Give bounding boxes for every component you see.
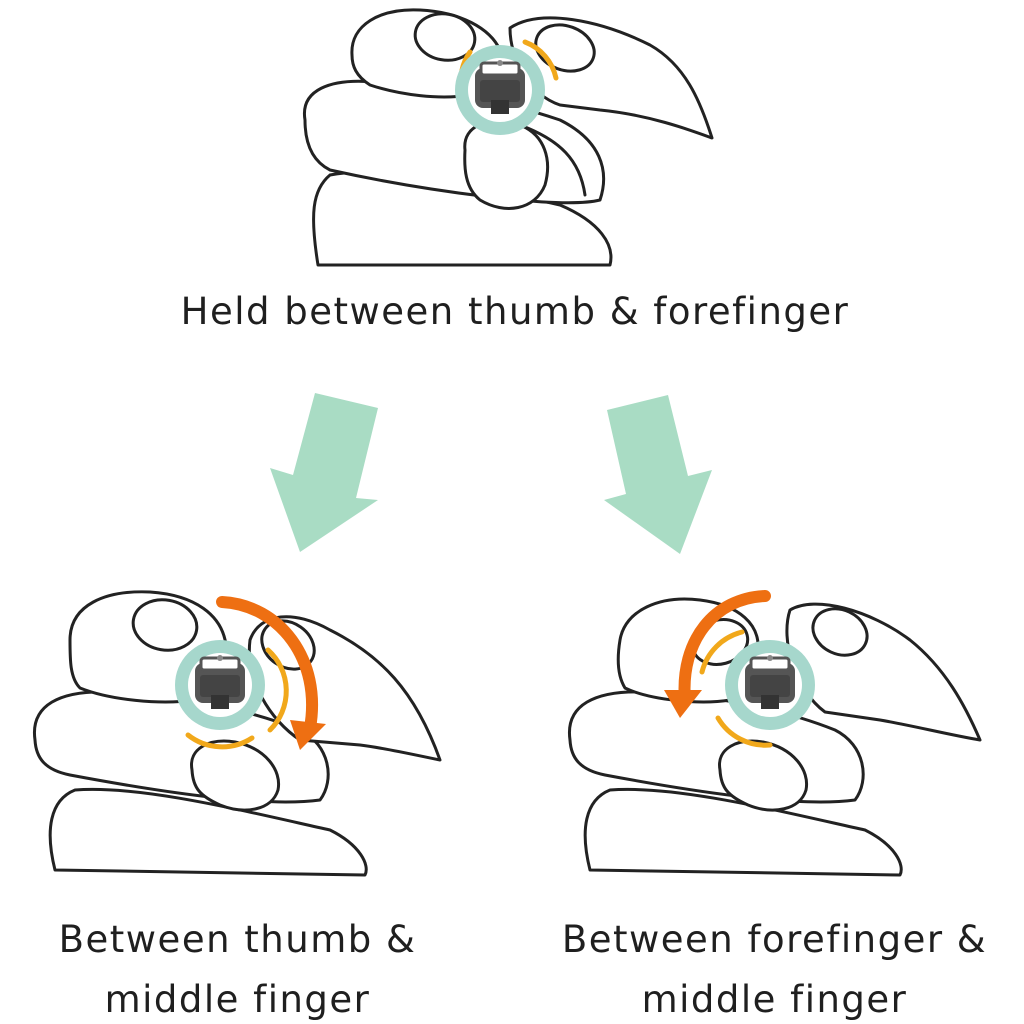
caption-bottom-right: Between forefinger & middle finger: [561, 918, 988, 1021]
hand-top-illustration: [302, 8, 714, 267]
hand-right-illustration: [567, 590, 982, 877]
arrow-down-left: [270, 393, 378, 552]
hand-left-illustration: [32, 590, 442, 877]
caption-bottom-left: Between thumb & middle finger: [58, 918, 417, 1021]
arrow-down-right: [604, 395, 712, 554]
caption-top: Held between thumb & forefinger: [180, 290, 850, 333]
